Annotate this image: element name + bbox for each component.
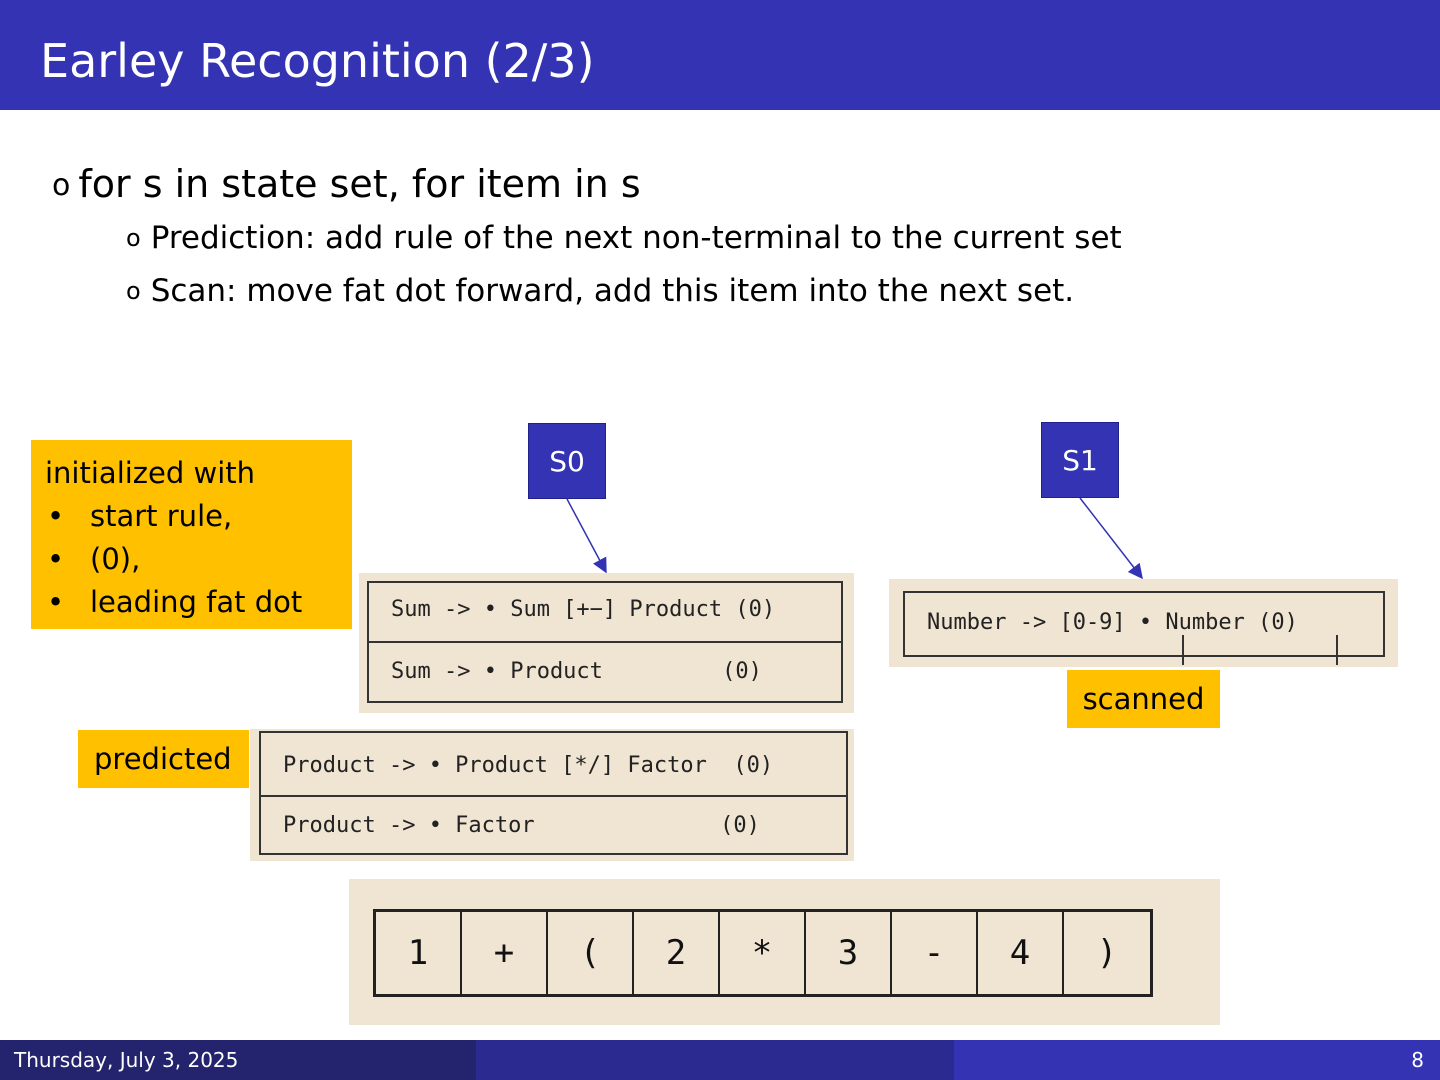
note-item: •(0), bbox=[47, 542, 141, 576]
s0-items-panel: Sum -> • Sum [+−] Product (0) Sum -> • P… bbox=[359, 573, 854, 713]
note-initialized: initialized with •start rule, •(0), •lea… bbox=[31, 440, 352, 629]
bullet-sub-prediction: o Prediction: add rule of the next non-te… bbox=[126, 220, 1122, 256]
note-scanned: scanned bbox=[1067, 670, 1220, 728]
bullet-sub-text: Prediction: add rule of the next non-ter… bbox=[150, 220, 1122, 256]
bullet-marker: o bbox=[126, 224, 141, 252]
predicted-items-table: Product -> • Product [*/] Factor (0) Pro… bbox=[259, 731, 848, 855]
note-item: •start rule, bbox=[47, 499, 233, 533]
footer-left bbox=[0, 1040, 476, 1080]
token-cell: + bbox=[462, 912, 548, 994]
page-number: 8 bbox=[1411, 1048, 1424, 1072]
predicted-items-panel: Product -> • Product [*/] Factor (0) Pro… bbox=[250, 729, 854, 861]
token-cell: ( bbox=[548, 912, 634, 994]
input-tokens: 1 + ( 2 * 3 - 4 ) bbox=[373, 909, 1153, 997]
bullet-sub-text: Scan: move fat dot forward, add this ite… bbox=[150, 273, 1075, 309]
s0-item-row: Sum -> • Product (0) bbox=[391, 659, 762, 684]
token-cell: 1 bbox=[376, 912, 462, 994]
bullet-main-text: for s in state set, for item in s bbox=[78, 162, 641, 206]
token-cell: * bbox=[720, 912, 806, 994]
bullet-sub-scan: o Scan: move fat dot forward, add this it… bbox=[126, 273, 1074, 309]
s1-items-panel: Number -> [0-9] • Number (0) bbox=[889, 579, 1398, 667]
note-list: •start rule, •(0), •leading fat dot bbox=[45, 495, 338, 624]
row-divider bbox=[261, 795, 846, 797]
tick-mark bbox=[1182, 635, 1184, 665]
row-divider bbox=[369, 641, 841, 643]
state-s0: S0 bbox=[528, 423, 606, 499]
state-s1: S1 bbox=[1041, 422, 1119, 498]
bullet-marker: o bbox=[52, 168, 71, 203]
footer-right bbox=[954, 1040, 1440, 1080]
note-predicted: predicted bbox=[78, 730, 249, 788]
slide-title: Earley Recognition (2/3) bbox=[40, 34, 595, 88]
token-cell: ) bbox=[1096, 933, 1118, 973]
arrow-s1 bbox=[1079, 497, 1143, 580]
predicted-item-row: Product -> • Factor (0) bbox=[283, 813, 760, 838]
note-item: •leading fat dot bbox=[47, 585, 303, 619]
s0-item-row: Sum -> • Sum [+−] Product (0) bbox=[391, 597, 776, 622]
predicted-item-row: Product -> • Product [*/] Factor (0) bbox=[283, 753, 774, 778]
s1-items-table: Number -> [0-9] • Number (0) bbox=[903, 591, 1385, 657]
s0-items-table: Sum -> • Sum [+−] Product (0) Sum -> • P… bbox=[367, 581, 843, 703]
footer-date: Thursday, July 3, 2025 bbox=[14, 1048, 239, 1072]
note-heading: initialized with bbox=[45, 456, 256, 490]
token-cell: 4 bbox=[978, 912, 1064, 994]
tick-mark bbox=[1336, 635, 1338, 665]
token-cell: 2 bbox=[634, 912, 720, 994]
footer-mid bbox=[476, 1040, 954, 1080]
token-cell: 3 bbox=[806, 912, 892, 994]
title-bar bbox=[0, 0, 1440, 110]
bullet-marker: o bbox=[126, 277, 141, 305]
arrow-s0 bbox=[566, 498, 607, 574]
input-tokens-panel bbox=[349, 879, 1220, 1025]
token-cell: - bbox=[892, 912, 978, 994]
s1-item-row: Number -> [0-9] • Number (0) bbox=[927, 610, 1298, 635]
